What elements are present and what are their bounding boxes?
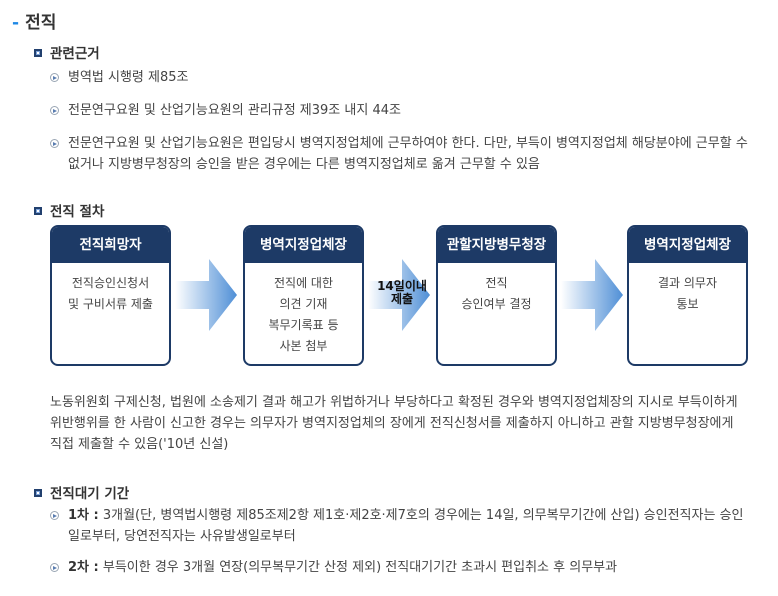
- section-heading-text: 전직대기 기간: [50, 486, 130, 502]
- list-item-text: 전문연구요원 및 산업기능요원의 관리규정 제39조 내지 44조: [68, 103, 401, 118]
- circle-arrow-icon: [50, 106, 59, 115]
- circle-arrow-icon: [50, 511, 59, 520]
- list-item-label: 2차 :: [68, 560, 99, 575]
- square-bullet-icon: [34, 207, 42, 215]
- circle-arrow-icon: [50, 139, 59, 148]
- flow-step-line: 및 구비서류 제출: [68, 297, 153, 311]
- square-bullet-icon: [34, 489, 42, 497]
- flow-arrow-icon: [175, 255, 237, 335]
- flow-step-line: 사본 첨부: [279, 339, 328, 353]
- arrow-label-line: 14일이내: [377, 279, 427, 293]
- page-title-text: 전직: [25, 13, 57, 33]
- square-bullet-icon: [34, 49, 42, 57]
- flow-arrow-icon: [368, 255, 430, 335]
- list-item: 1차 : 3개월(단, 병역법시행령 제85조제2항 제1호·제2호·제7호의 …: [50, 505, 750, 547]
- flow-step-body: 전직 승인여부 결정: [438, 263, 555, 315]
- legal-basis-list: 병역법 시행령 제85조 전문연구요원 및 산업기능요원의 관리규정 제39조 …: [50, 67, 750, 175]
- list-item: 2차 : 부득이한 경우 3개월 연장(의무복무기간 산정 제외) 전직대기기간…: [50, 557, 750, 578]
- flow-step-line: 의견 기재: [279, 297, 328, 311]
- list-item-label: 1차 :: [68, 508, 99, 523]
- page-title: -전직: [12, 8, 56, 33]
- flow-step-title: 병역지정업체장: [629, 227, 746, 263]
- title-dash-icon: -: [12, 13, 20, 33]
- circle-arrow-icon: [50, 73, 59, 82]
- list-item-text: 병역법 시행령 제85조: [68, 70, 189, 85]
- flow-arrow-icon: [561, 255, 623, 335]
- flow-step-line: 복무기록표 등: [268, 318, 339, 332]
- flow-step-title: 병역지정업체장: [245, 227, 362, 263]
- flow-step-designated-company: 병역지정업체장 전직에 대한 의견 기재 복무기록표 등 사본 첨부: [243, 225, 364, 366]
- section-waiting-heading: 전직대기 기간: [34, 482, 129, 502]
- flow-step-line: 전직에 대한: [273, 276, 333, 290]
- flow-step-title: 전직희망자: [52, 227, 169, 263]
- arrow-label-line: 제출: [390, 292, 414, 306]
- list-item-text: 3개월(단, 병역법시행령 제85조제2항 제1호·제2호·제7호의 경우에는 …: [68, 508, 744, 544]
- flow-step-company-result: 병역지정업체장 결과 의무자 통보: [627, 225, 748, 366]
- waiting-period-list: 1차 : 3개월(단, 병역법시행령 제85조제2항 제1호·제2호·제7호의 …: [50, 505, 750, 578]
- flow-step-regional-office: 관할지방병무청장 전직 승인여부 결정: [436, 225, 557, 366]
- flow-step-body: 결과 의무자 통보: [629, 263, 746, 315]
- flow-step-title: 관할지방병무청장: [438, 227, 555, 263]
- list-item-text: 전문연구요원 및 산업기능요원은 편입당시 병역지정업체에 근무하여야 한다. …: [68, 136, 748, 172]
- flow-step-line: 전직: [485, 276, 508, 290]
- section-procedure-heading: 전직 절차: [34, 200, 104, 220]
- flow-step-line: 승인여부 결정: [461, 297, 532, 311]
- procedure-note: 노동위원회 구제신청, 법원에 소송제기 결과 해고가 위법하거나 부당하다고 …: [50, 395, 738, 452]
- flow-step-applicant: 전직희망자 전직승인신청서 및 구비서류 제출: [50, 225, 171, 366]
- arrow-label: 14일이내 제출: [375, 280, 429, 306]
- list-item-text: 부득이한 경우 3개월 연장(의무복무기간 산정 제외) 전직대기기간 초과시 …: [98, 560, 618, 575]
- section-heading-text: 전직 절차: [50, 204, 105, 220]
- list-item: 전문연구요원 및 산업기능요원은 편입당시 병역지정업체에 근무하여야 한다. …: [50, 133, 750, 175]
- list-item: 병역법 시행령 제85조: [50, 67, 750, 88]
- flow-step-body: 전직승인신청서 및 구비서류 제출: [52, 263, 169, 315]
- section-heading-text: 관련근거: [50, 46, 100, 62]
- flow-step-line: 통보: [676, 297, 699, 311]
- flow-step-body: 전직에 대한 의견 기재 복무기록표 등 사본 첨부: [245, 263, 362, 357]
- flow-step-line: 결과 의무자: [657, 276, 717, 290]
- flow-step-line: 전직승인신청서: [71, 276, 150, 290]
- list-item: 전문연구요원 및 산업기능요원의 관리규정 제39조 내지 44조: [50, 100, 750, 121]
- circle-arrow-icon: [50, 563, 59, 572]
- section-legal-basis-heading: 관련근거: [34, 42, 100, 62]
